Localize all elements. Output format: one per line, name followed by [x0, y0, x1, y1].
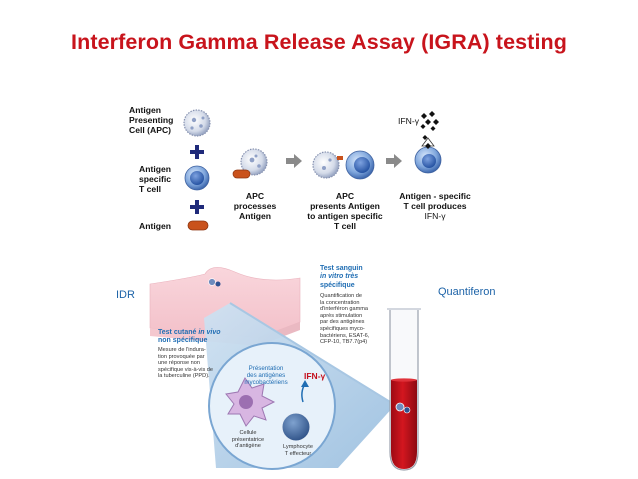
lymphocyte-label: Lymphocyte T effecteur	[283, 444, 313, 457]
step3-label: Antigen - specific T cell produces IFN-γ	[392, 191, 478, 221]
skin-test-title: Test cutané in vivo non spécifique	[158, 329, 221, 345]
blood-test-description: Quantification de la concentration d'int…	[320, 293, 370, 346]
step1-label: APC processes Antigen	[233, 191, 277, 221]
step2-label: APC presents Antigen to antigen specific…	[307, 191, 383, 231]
page-title: Interferon Gamma Release Assay (IGRA) te…	[71, 30, 567, 54]
apc-presenting-icon	[312, 150, 375, 180]
arrow-icon	[286, 154, 302, 168]
arrow-icon	[386, 154, 402, 168]
antigen-label: Antigen	[139, 221, 171, 231]
idr-label: IDR	[116, 289, 135, 301]
presentation-label: Présentation des antigènes mycobactérien…	[244, 365, 288, 387]
ifn-gamma-label: IFN-γ	[398, 116, 420, 126]
ifn-gamma-molecules-icon	[420, 111, 439, 131]
apc-label: Antigen Presenting Cell (APC)	[129, 105, 174, 135]
apc-cell-icon	[183, 109, 211, 137]
blood-test-title: Test sanguin in vitro très spécifique	[320, 265, 363, 289]
inset-circle	[208, 342, 336, 470]
antigen-icon	[187, 220, 209, 231]
apc-cell-label: Cellule présentatrice d'antigène	[231, 430, 265, 450]
apc-processing-icon	[232, 148, 268, 179]
test-tube-illustration	[387, 308, 421, 471]
t-cell-label: Antigen specific T cell	[139, 164, 172, 194]
t-cell-icon	[184, 165, 210, 191]
skin-test-description: Mesure de l'indura- tion provoquée par u…	[158, 347, 214, 380]
plus-icon	[190, 200, 204, 214]
t-cell-producing-icon	[414, 135, 442, 174]
plus-icon	[190, 145, 204, 159]
step3-product-label: IFN-γ	[424, 211, 446, 221]
ifn-gamma-inset-label: IFN-γ	[304, 371, 326, 381]
quantiferon-label: Quantiferon	[438, 286, 496, 298]
